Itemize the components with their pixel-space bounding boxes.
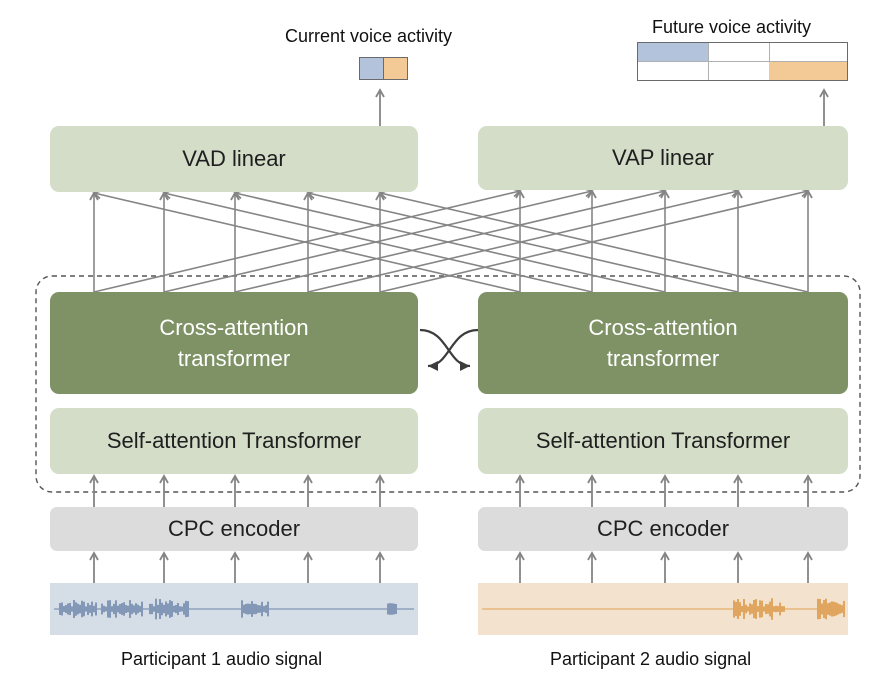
participant1-waveform xyxy=(50,583,418,635)
cross-to-vap-arrow xyxy=(93,187,522,293)
vap-linear-label: VAP linear xyxy=(612,145,714,170)
self-attention-transformer-left: Self-attention Transformer xyxy=(50,408,418,474)
vad-linear-block: VAD linear xyxy=(50,126,418,192)
cross-connection-arrow xyxy=(427,328,479,371)
self-attention-right-label: Self-attention Transformer xyxy=(535,428,791,453)
current-voice-activity-grid xyxy=(359,57,408,80)
vap-linear-block: VAP linear xyxy=(478,126,848,190)
current-activity-p2-cell xyxy=(384,58,407,79)
current-voice-activity-label: Current voice activity xyxy=(285,26,453,46)
vad-linear-label: VAD linear xyxy=(182,146,286,171)
cross-to-vad-arrow xyxy=(233,189,666,293)
current-activity-p1-cell xyxy=(360,58,384,79)
cross-attention-right-line2: transformer xyxy=(606,346,720,371)
cross-attention-transformer-right: Cross-attention transformer xyxy=(478,292,848,394)
cross-to-vad-arrow xyxy=(162,189,593,293)
cross-to-vap-arrow xyxy=(379,187,810,293)
cross-attention-transformer-left: Cross-attention transformer xyxy=(50,292,418,394)
cross-to-vad-arrow xyxy=(378,189,809,293)
future-activity-p1-row xyxy=(638,43,847,62)
cross-to-vad-arrow xyxy=(306,189,739,293)
cpc-encoder-left: CPC encoder xyxy=(50,507,418,551)
future-activity-grid-divider xyxy=(708,43,709,80)
self-attention-transformer-right: Self-attention Transformer xyxy=(478,408,848,474)
cross-attention-left-line2: transformer xyxy=(177,346,291,371)
cpc-encoder-right-label: CPC encoder xyxy=(596,516,730,541)
cpc-encoder-right: CPC encoder xyxy=(478,507,848,551)
future-activity-p2-cell xyxy=(769,62,847,80)
future-activity-p1-cell xyxy=(638,43,708,61)
cross-attention-left-line1: Cross-attention xyxy=(159,315,309,340)
cross-connection-arrow xyxy=(419,328,471,371)
participant1-audio-label: Participant 1 audio signal xyxy=(121,649,323,669)
future-activity-grid-divider xyxy=(769,43,770,80)
cross-attention-right-line1: Cross-attention xyxy=(588,315,738,340)
cross-to-vad-arrow xyxy=(92,189,521,293)
self-attention-left-label: Self-attention Transformer xyxy=(106,428,362,453)
cpc-encoder-left-label: CPC encoder xyxy=(167,516,301,541)
cross-to-vap-arrow xyxy=(234,187,667,293)
participant2-waveform xyxy=(478,583,848,635)
future-voice-activity-label: Future voice activity xyxy=(652,17,812,37)
future-voice-activity-grid xyxy=(637,42,848,81)
participant2-audio-label: Participant 2 audio signal xyxy=(550,649,752,669)
